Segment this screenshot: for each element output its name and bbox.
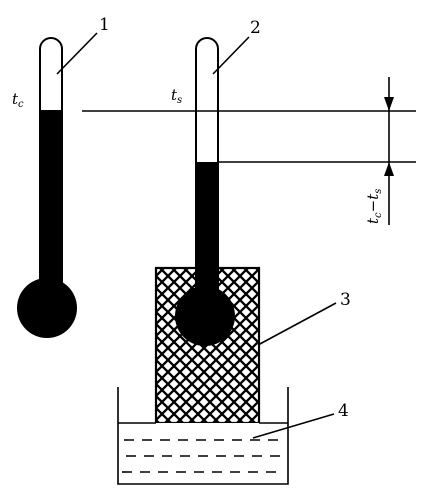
leader-3 bbox=[257, 302, 337, 346]
wet-temperature-symbol: ts bbox=[171, 86, 182, 106]
arrow-up bbox=[384, 162, 394, 176]
leader-lines bbox=[56, 32, 337, 439]
water-dash-lines bbox=[122, 439, 282, 473]
arrow-down bbox=[384, 97, 394, 111]
leader-2 bbox=[212, 36, 250, 75]
label-4: 4 bbox=[338, 401, 349, 421]
label-3: 3 bbox=[340, 290, 351, 310]
leader-4 bbox=[252, 413, 335, 439]
water-container bbox=[117, 387, 289, 485]
label-2: 2 bbox=[250, 18, 261, 38]
dry-temperature-symbol: tc bbox=[12, 90, 24, 110]
wet-bulb-thermometer bbox=[175, 37, 235, 346]
leader-1 bbox=[56, 32, 98, 75]
wet-mercury-column bbox=[196, 162, 218, 308]
container-walls bbox=[117, 387, 289, 485]
temperature-reference-lines bbox=[82, 77, 416, 225]
temperature-difference-symbol: tc−ts bbox=[364, 189, 384, 224]
dry-thermometer-bulb bbox=[17, 278, 77, 338]
dry-mercury-column bbox=[40, 110, 62, 300]
dry-bulb-thermometer bbox=[17, 37, 77, 338]
wet-thermometer-bulb bbox=[175, 286, 235, 346]
container-body bbox=[118, 423, 288, 484]
label-1: 1 bbox=[99, 15, 110, 35]
